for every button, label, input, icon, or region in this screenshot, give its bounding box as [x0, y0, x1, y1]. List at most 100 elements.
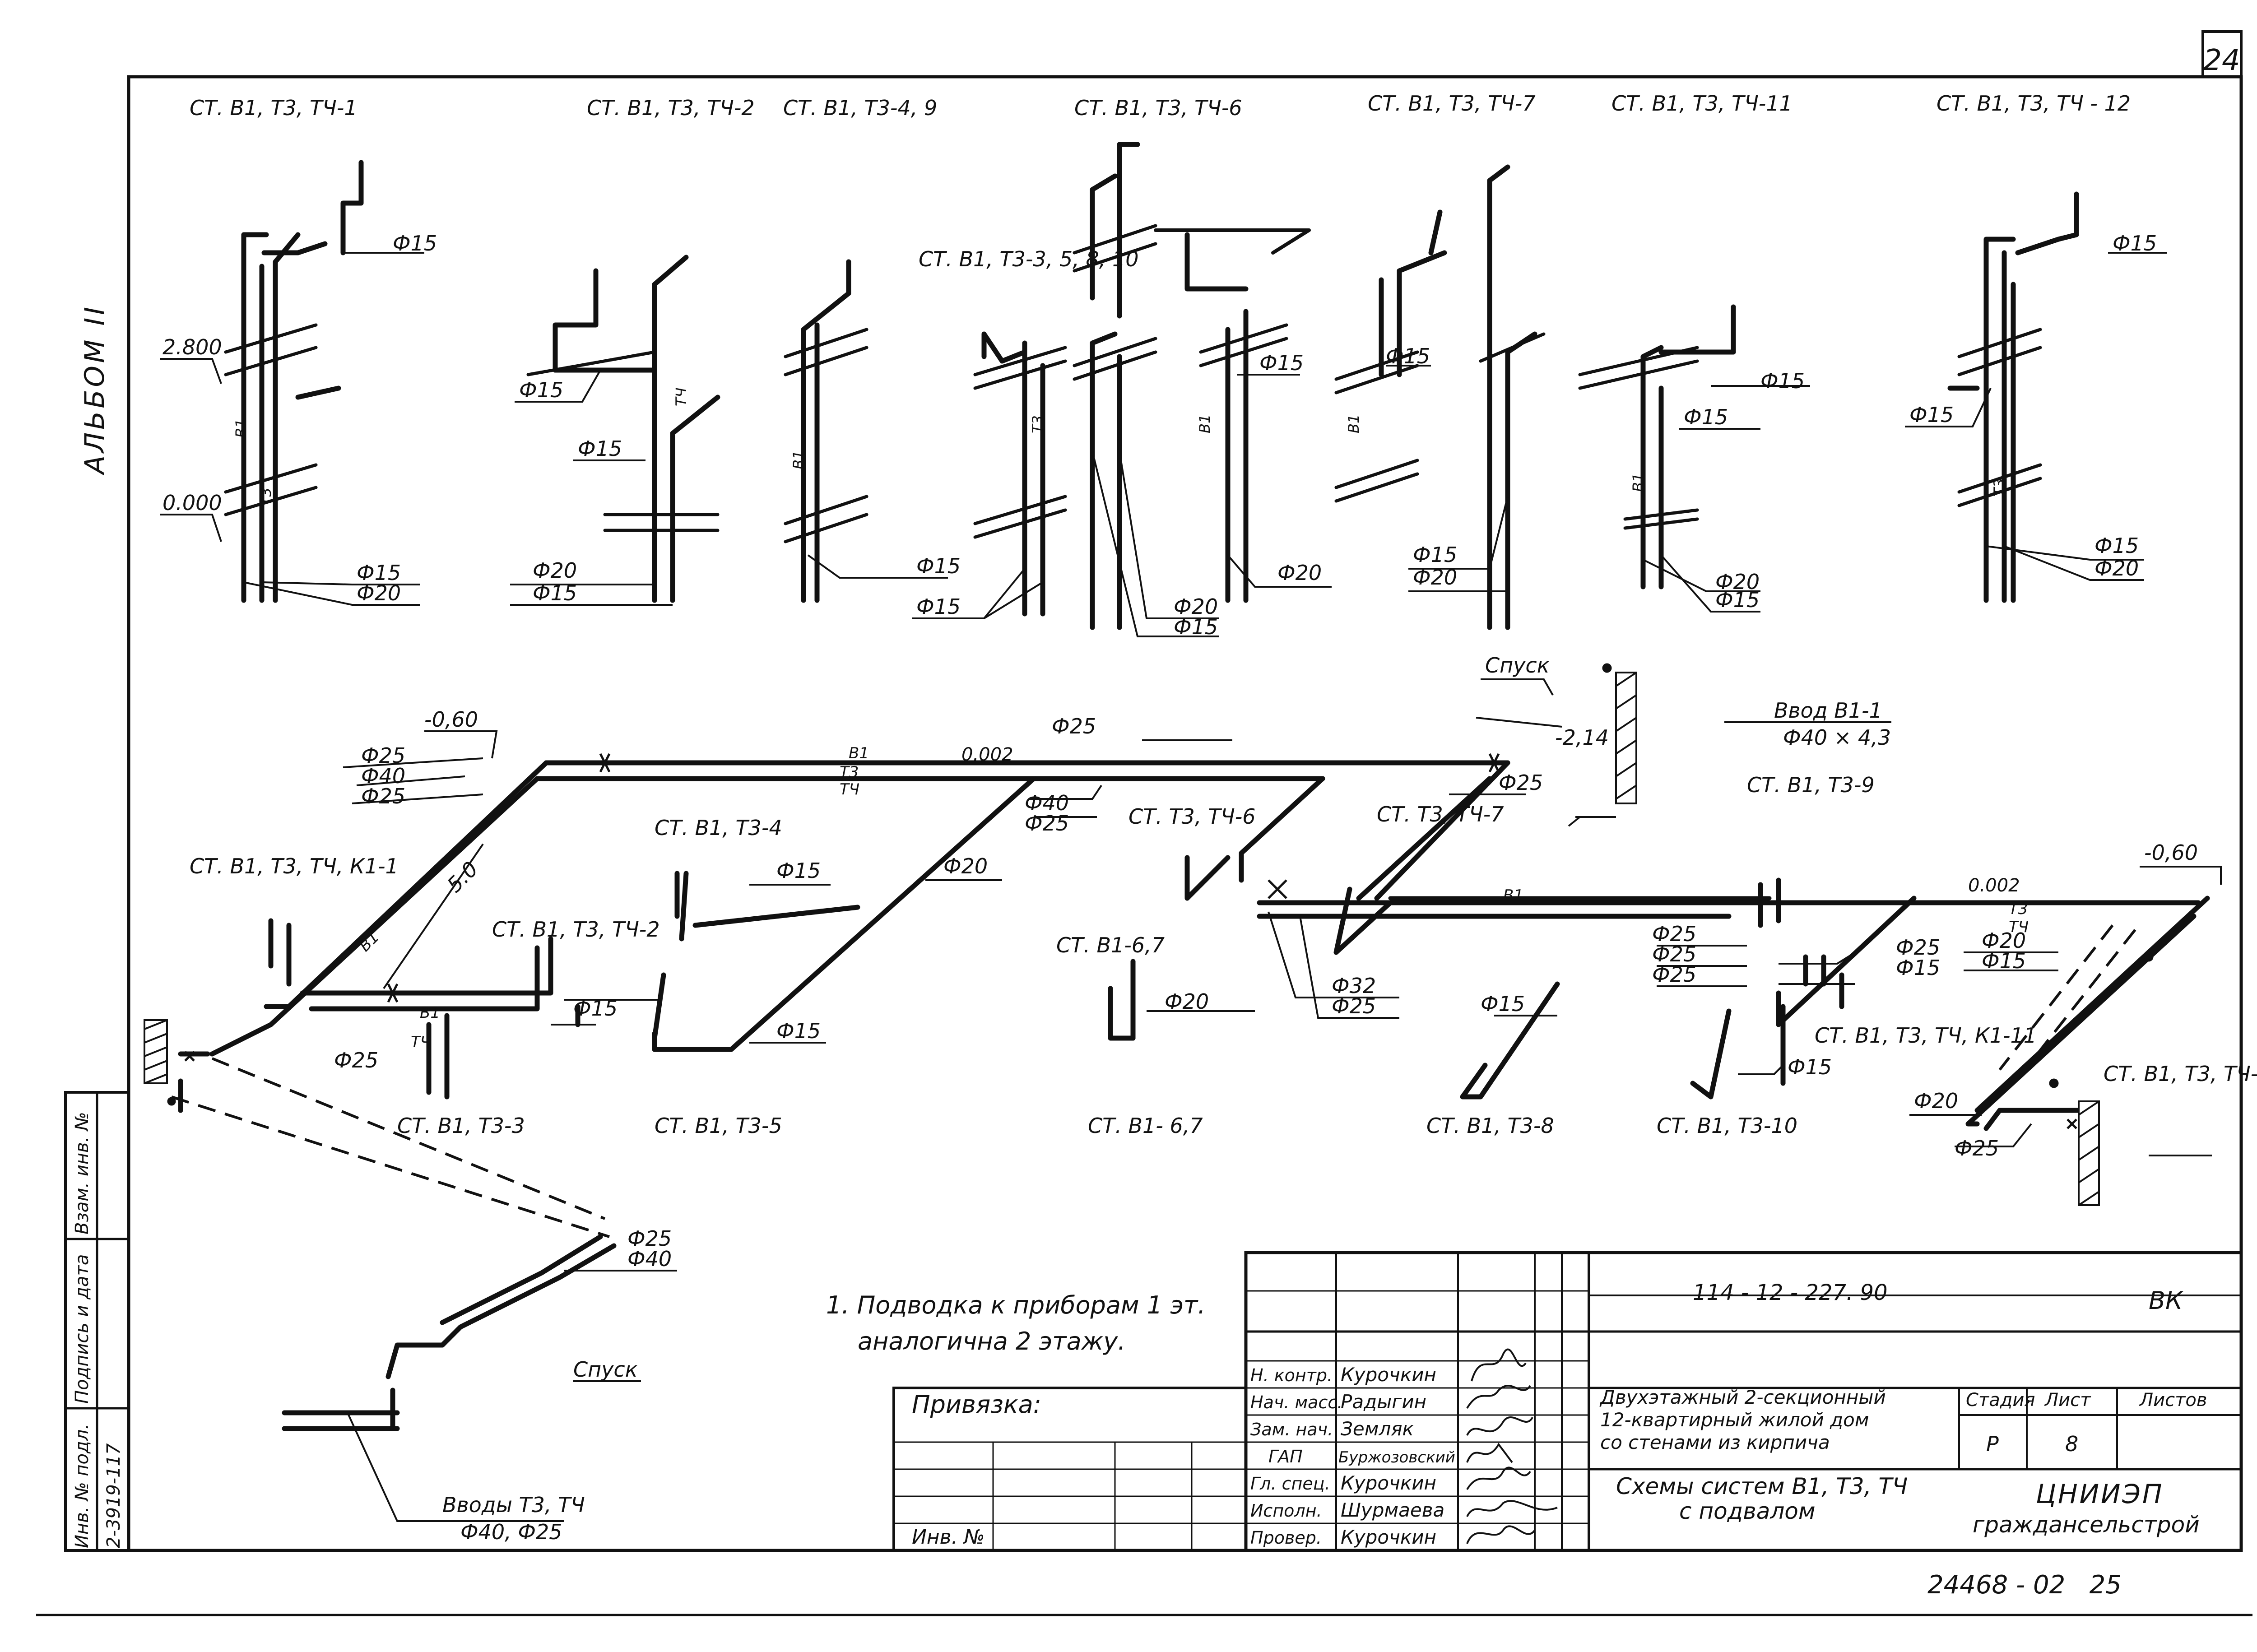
stamp-label-vzam: Взам. инв. №	[72, 1112, 93, 1234]
lbl-t3-4: Т3	[1029, 415, 1046, 433]
plan-elev-right: -0,60	[2144, 840, 2198, 865]
name-5: Шурмаева	[1341, 1499, 1444, 1521]
plan-st-k1-11: СТ. В1, Т3, ТЧ, К1-11	[1815, 1023, 2037, 1048]
plan-d25-r1: Ф25	[1896, 935, 1940, 960]
plan-d15-t38: Ф15	[1481, 992, 1525, 1016]
lbl-b1: В1	[232, 419, 250, 438]
org-sub: граждансельстрой	[1973, 1512, 2200, 1538]
plan-d25-mid: Ф25	[1025, 811, 1069, 835]
plan-leaders	[343, 678, 2222, 1522]
plan-d25-c2: Ф25	[1652, 942, 1696, 966]
plan-st-b1-67-bot: СТ. В1- 6,7	[1088, 1114, 1203, 1138]
plan-vvody-title: Вводы Т3, ТЧ	[442, 1493, 585, 1517]
plan-elev-mid: -2,14	[1555, 725, 1609, 750]
stamp-inv-number: 2-3919-117	[103, 1443, 124, 1548]
plan-elev-left: -0,60	[424, 707, 478, 732]
plan-spusk-top: Спуск	[1485, 653, 1550, 678]
pc-b1-right: В1	[1503, 886, 1523, 905]
r5-d15: Ф15	[1259, 351, 1304, 375]
plan-d20-tch12: Ф20	[1914, 1089, 1958, 1113]
r7-d15b: Ф15	[1684, 405, 1728, 429]
list-value: 8	[2065, 1432, 2078, 1456]
riser-pipes	[224, 142, 2079, 630]
name-2: Земляк	[1341, 1418, 1414, 1440]
r3-d15: Ф15	[916, 554, 961, 578]
role-1: Нач. масс.	[1250, 1392, 1342, 1412]
doc-mark: ВК	[2149, 1286, 2184, 1315]
signatures	[1466, 1348, 1558, 1544]
pc-t4-right: ТЧ	[2009, 918, 2029, 936]
title-block-text: 114 - 12 - 227. 90 ВК Привязка: Инв. № Н…	[912, 1280, 2207, 1549]
riser-title-3: СТ. В1, Т3-4, 9	[783, 96, 937, 120]
role-0: Н. контр.	[1250, 1365, 1333, 1385]
name-4: Курочкин	[1341, 1472, 1436, 1494]
pc-t3-main: Т3	[840, 763, 859, 781]
plan-d25-67: Ф25	[1332, 994, 1376, 1018]
pc-t4-main: ТЧ	[840, 780, 859, 798]
riser-pipe-labels: В1 Т3 ТЧ В1 Т3 В1 В1 В1 Т3	[232, 387, 2008, 506]
riser-title-7: СТ. В1, Т3, ТЧ-11	[1611, 91, 1793, 116]
role-5: Исполн.	[1250, 1501, 1322, 1521]
plan-d25-c3: Ф25	[1652, 962, 1696, 987]
plan-st-tch2: СТ. В1, Т3, ТЧ-2	[492, 917, 660, 942]
plan-d15-tch2: Ф15	[573, 996, 618, 1021]
r7-d20: Ф20	[1715, 570, 1760, 594]
riser-annotations: 2.800 0.000 Ф15 Ф15 Ф20 Ф15 Ф15 Ф20 Ф15 …	[163, 231, 2157, 639]
plan-st-t3-8: СТ. В1, Т3-8	[1426, 1114, 1554, 1138]
plan-d25-tch7: Ф25	[1499, 770, 1543, 795]
plan-slope-top: 0.002	[961, 744, 1013, 765]
riser-title-1: СТ. В1, Т3, ТЧ-1	[190, 96, 358, 120]
plan-d25-c1: Ф25	[1652, 922, 1696, 946]
privyazka-label: Привязка:	[912, 1390, 1041, 1419]
riser-title-2: СТ. В1, Т3, ТЧ-2	[587, 96, 755, 120]
plan-st-b1-67-top: СТ. В1-6,7	[1056, 933, 1165, 957]
note-line-2: аналогична 2 этажу.	[858, 1327, 1125, 1355]
plan-d40-vv: Ф40	[627, 1247, 672, 1271]
r7-d15a: Ф15	[1760, 369, 1805, 393]
plan-d15-r2: Ф15	[1982, 949, 2026, 973]
plan-d15-t34: Ф15	[776, 858, 821, 883]
plan-vvod-title: Ввод В1-1	[1774, 698, 1882, 723]
pc-t3-right: Т3	[2009, 900, 2028, 918]
note: 1. Подводка к приборам 1 эт. аналогична …	[826, 1291, 1206, 1355]
plan-d15-t310: Ф15	[1788, 1055, 1832, 1079]
plan-d20-t34: Ф20	[943, 854, 988, 878]
r2-d15b: Ф15	[578, 436, 622, 461]
plan-d25-a: Ф25	[361, 743, 405, 768]
note-line-1: 1. Подводка к приборам 1 эт.	[826, 1291, 1206, 1319]
role-3: ГАП	[1268, 1447, 1303, 1466]
r6-d15b: Ф15	[1413, 543, 1457, 567]
plan-d25-b: Ф25	[361, 784, 405, 808]
r2-d15a: Ф15	[519, 378, 563, 402]
lbl-b1-3: В1	[790, 450, 807, 469]
stamp-label-sign: Подпись и дата	[72, 1254, 93, 1404]
sheet-title-2: с подвалом	[1679, 1498, 1816, 1524]
name-3: Буржозовский	[1338, 1448, 1455, 1466]
plan-pipes	[178, 760, 2210, 1431]
r8-d15b: Ф15	[1909, 403, 1954, 427]
list-header: Лист	[2044, 1390, 2091, 1411]
r1-d15: Ф15	[393, 231, 437, 255]
lbl-t4: ТЧ	[673, 387, 690, 406]
stage-value: Р	[1986, 1432, 1999, 1456]
plan-walls	[144, 672, 2212, 1206]
r2-d20: Ф20	[533, 558, 577, 583]
plan-d15-r1: Ф15	[1896, 956, 1940, 980]
plan-st-t3-10: СТ. В1, Т3-10	[1657, 1114, 1797, 1138]
name-1: Радыгин	[1341, 1391, 1426, 1413]
page-number: 24	[2203, 44, 2240, 77]
role-6: Провер.	[1250, 1528, 1322, 1548]
lbl-b1-6: В1	[1345, 414, 1362, 433]
r4-d15: Ф15	[916, 594, 961, 619]
lbl-t3: Т3	[257, 487, 274, 506]
sheet-title-1: Схемы систем В1, Т3, ТЧ	[1616, 1473, 1908, 1499]
elev-2800: 2.800	[163, 335, 222, 359]
riser-leaders	[160, 252, 2167, 637]
elev-0000: 0.000	[163, 491, 222, 515]
plan-st-tch12: СТ. В1, Т3, ТЧ-12	[2104, 1062, 2257, 1086]
plan-d20-67: Ф20	[1165, 989, 1209, 1014]
title-block-grid	[892, 1251, 2243, 1552]
lbl-t3-8: Т3	[1991, 478, 2008, 497]
plan-vvod-size: Ф40 × 4,3	[1783, 725, 1891, 750]
riser-title-6: СТ. В1, Т3, ТЧ-7	[1368, 91, 1536, 116]
